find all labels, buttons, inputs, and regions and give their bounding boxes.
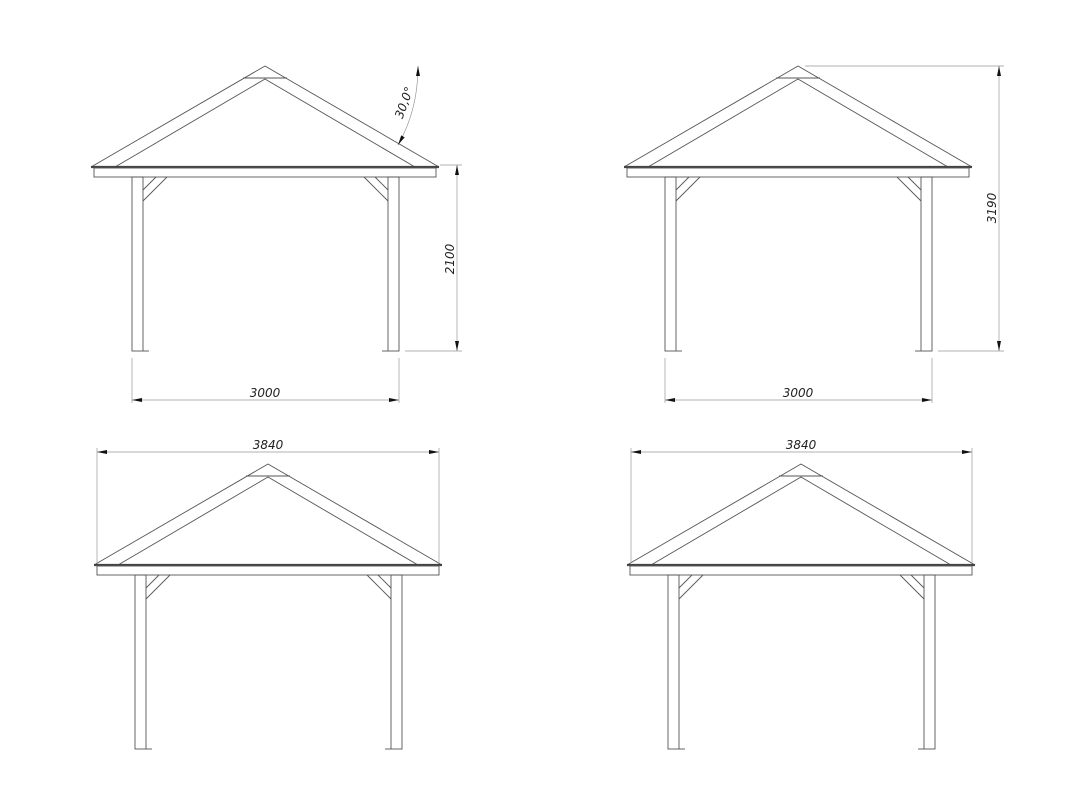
brace-right-outer [366,574,392,600]
dimension-span-3000-right: 3000 [664,358,933,403]
brace-right-outer [899,574,925,600]
roof-inner-line [114,78,416,168]
brace-right-outer [896,176,922,202]
brace-right-outer [363,176,389,202]
top-beam [626,167,970,178]
post-left [131,176,144,352]
dimension-width-3840-right: 3840 [630,438,973,563]
post-left [664,176,677,352]
front-view-bottom-right [626,463,976,750]
brace-right-inner [377,574,392,589]
dimension-label-3840: 3840 [253,438,284,452]
brace-left-inner [675,176,690,191]
brace-left-outer [678,574,704,600]
brace-right-inner [910,574,925,589]
post-left [667,574,680,750]
dimension-width-3840-left: 3840 [96,438,440,563]
brace-right-inner [907,176,922,191]
dimension-height-3190: 3190 [805,65,1004,352]
roof-inner-line [650,476,952,566]
roof-inner-line [117,476,419,566]
top-beam [96,565,440,576]
post-right [920,176,933,352]
brace-left-inner [145,574,160,589]
dimension-label-3000: 3000 [783,386,814,400]
roof-outer-line [93,463,443,566]
top-beam [93,167,437,178]
post-right [387,176,400,352]
front-view-top-left [90,65,440,352]
brace-left-inner [142,176,157,191]
brace-left-outer [142,176,168,202]
brace-left-outer [145,574,171,600]
dimension-label-3840: 3840 [786,438,817,452]
roof-inner-line [647,78,949,168]
post-right [923,574,936,750]
front-view-bottom-left [93,463,443,750]
post-right [390,574,403,750]
dimension-label-3190: 3190 [985,192,999,223]
dimension-label-angle: 30,0° [392,85,416,121]
top-beam [629,565,973,576]
roof-outer-line [626,463,976,566]
front-view-top-right [623,65,973,352]
roof-outer-line [90,65,440,168]
roof-outer-line [623,65,973,168]
dimension-angle-30: 30,0° [392,65,420,146]
brace-right-inner [374,176,389,191]
post-left [134,574,147,750]
brace-left-outer [675,176,701,202]
dimension-height-2100: 2100 [405,164,462,352]
brace-left-inner [678,574,693,589]
dimension-label-2100: 2100 [443,243,457,274]
dimension-label-3000: 3000 [250,386,281,400]
dimension-span-3000-left: 3000 [131,358,400,403]
